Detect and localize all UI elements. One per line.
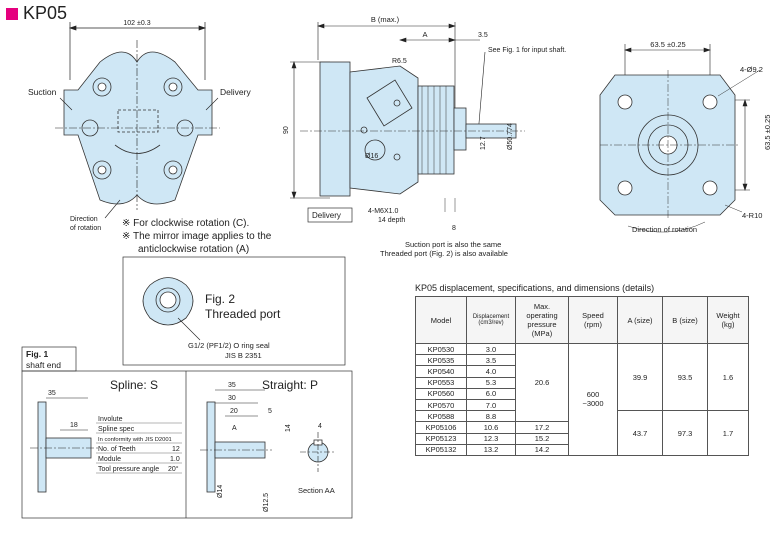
front-view-pump	[63, 51, 213, 205]
dim-12-7: 12.7	[480, 136, 487, 150]
note-line-3: anticlockwise rotation (A)	[138, 244, 250, 255]
note-line-2: ※ The mirror image applies to the	[122, 231, 272, 242]
fig1-frame	[21, 370, 353, 519]
suction-label: Suction	[28, 87, 57, 97]
spline-title: Spline: S	[110, 378, 158, 392]
straight-dim-4: 4	[318, 423, 322, 430]
delivery-box	[307, 207, 353, 223]
note-line-1: ※ For clockwise rotation (C).	[122, 218, 250, 229]
straight-dim-30: 30	[228, 395, 236, 402]
dim-90: 90	[283, 126, 290, 134]
thread-depth: 14 depth	[378, 217, 405, 224]
direction-label-2: of rotation	[70, 225, 101, 232]
spline-dim-35: 35	[48, 390, 56, 397]
delivery-label: Delivery	[220, 87, 251, 97]
spec-row-5: Tool pressure angle	[98, 466, 159, 473]
fig1-label-box	[21, 346, 77, 372]
fig1-title: Fig. 1	[26, 349, 48, 359]
pressure-group: 20.6	[515, 342, 569, 423]
side-view-pump	[319, 61, 517, 197]
page-title: KP05	[6, 3, 67, 24]
direction-label-1: Direction	[70, 216, 98, 223]
side-delivery-label: Delivery	[312, 211, 341, 220]
header-model: Model	[415, 296, 467, 344]
weight-2: 1.7	[707, 410, 749, 456]
spline-dim-18: 18	[70, 422, 78, 429]
fig2-frame	[122, 256, 346, 366]
threaded-port-icon	[142, 277, 194, 326]
thread-spec: 4-M6X1.0	[368, 208, 398, 215]
dim-b: B (max.)	[371, 15, 400, 24]
table-caption: KP05 displacement, specifications, and d…	[415, 283, 655, 293]
straight-d12-5: Ø12.5	[263, 493, 270, 512]
suction-note-2: Threaded port (Fig. 2) is also available	[380, 249, 508, 258]
straight-dim-5: 5	[268, 408, 272, 415]
rear-height-dim: 63.5 ±0.25	[763, 115, 772, 150]
spec-val-4: 1.0	[170, 456, 180, 463]
straight-dim-20: 20	[230, 408, 238, 415]
header-displacement: Displacement (cm3/rev)	[466, 296, 516, 344]
dim-a: A	[422, 30, 427, 39]
spec-table: Model Displacement (cm3/rev) Max. operat…	[415, 296, 749, 456]
rear-width-dim: 63.5 ±0.25	[650, 40, 685, 49]
spline-shaft	[37, 401, 92, 493]
spline-spec-list: Involute Spline spec In conformity with …	[96, 416, 182, 474]
straight-d14: Ø14	[217, 485, 224, 498]
header-weight: Weight (kg)	[707, 296, 749, 344]
header-b-size: B (size)	[662, 296, 708, 344]
weight-1: 1.6	[707, 342, 749, 412]
fig2-title: Fig. 2	[205, 292, 235, 306]
header-speed: Speed (rpm)	[568, 296, 618, 344]
straight-dim-14: 14	[285, 424, 292, 432]
jis-spec: JIS B 2351	[225, 351, 262, 360]
front-width-dim: 102 ±0.3	[123, 20, 150, 27]
spec-row-4: Module	[98, 456, 121, 463]
r6-5-dim: R6.5	[392, 58, 407, 65]
spec-row-0: Involute	[98, 416, 123, 423]
hole-spec: 4-Ø9.2	[740, 65, 763, 74]
straight-title: Straight: P	[262, 378, 318, 392]
header-a-size: A (size)	[617, 296, 663, 344]
dim-3-5: 3.5	[478, 32, 488, 39]
section-mark-a: A	[232, 425, 237, 432]
d16-dim: Ø16	[365, 153, 378, 160]
dim-8: 8	[452, 225, 456, 232]
rear-direction-label: Direction of rotation	[632, 225, 697, 234]
fig1-subtitle: shaft end	[26, 360, 61, 370]
title-marker	[6, 7, 18, 20]
d50-dim: Ø50.774	[507, 123, 514, 150]
spec-val-3: 12	[172, 446, 180, 453]
table-header-row: Model Displacement (cm3/rev) Max. operat…	[415, 296, 749, 344]
spec-row-3: No. of Teeth	[98, 446, 136, 453]
header-pressure: Max. operating pressure (MPa)	[515, 296, 569, 344]
straight-dim-35: 35	[228, 382, 236, 389]
spec-row-1: Spline spec	[98, 426, 135, 433]
a-size-2: 43.7	[617, 410, 663, 456]
suction-note-1: Suction port is also the same	[405, 240, 501, 249]
r10-dim: 4-R10	[742, 211, 762, 220]
a-size-1: 39.9	[617, 342, 663, 412]
spec-row-2: In conformity with JIS D2001	[98, 437, 172, 443]
straight-shaft	[206, 401, 329, 493]
fig2-subtitle: Threaded port	[205, 307, 281, 321]
section-aa-label: Section AA	[298, 486, 335, 495]
see-fig-note: See Fig. 1 for input shaft.	[488, 47, 566, 54]
spec-val-5: 20°	[168, 465, 179, 473]
b-size-2: 97.3	[662, 410, 708, 456]
b-size-1: 93.5	[662, 342, 708, 412]
seal-spec: G1/2 (PF1/2) O ring seal	[188, 341, 270, 350]
speed-range: 600 ~3000	[568, 343, 618, 456]
